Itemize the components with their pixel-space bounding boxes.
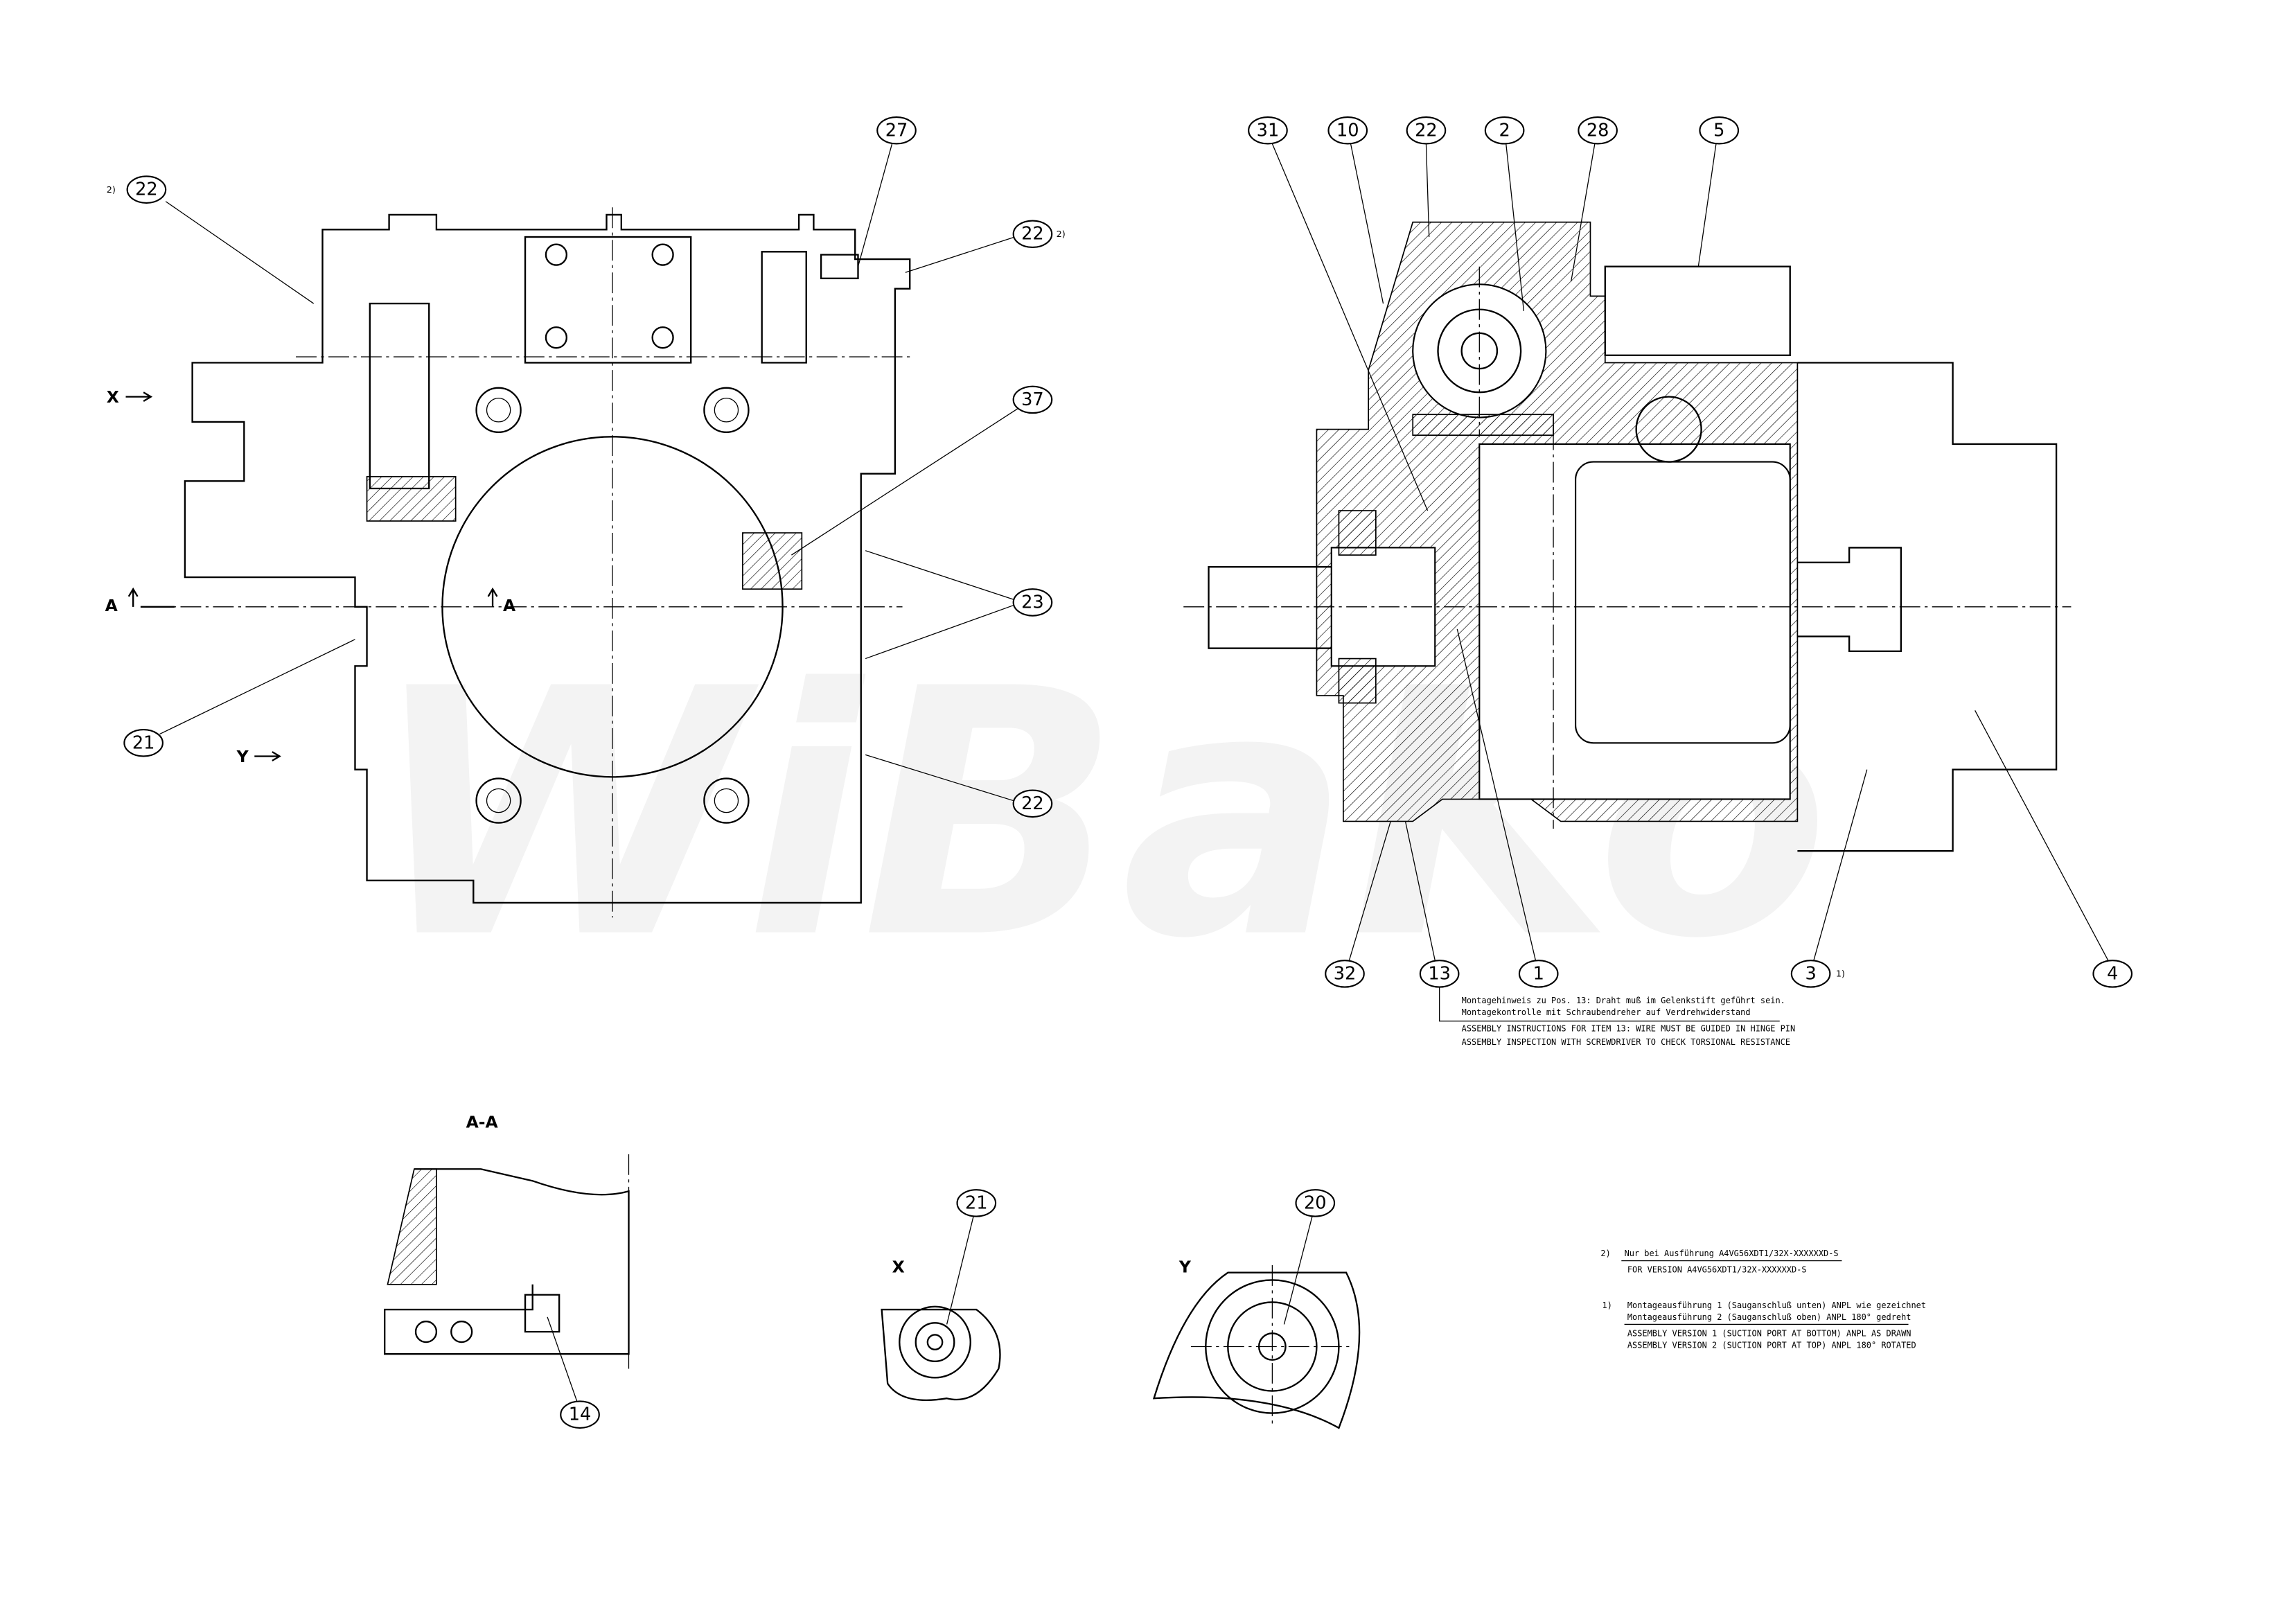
balloon-37: 37 [1021, 389, 1044, 410]
balloon-32: 32 [1334, 963, 1357, 984]
note-de-line1: Montagehinweis zu Pos. 13: Draht muß im … [1462, 996, 1785, 1005]
right-view [1183, 221, 2072, 852]
detail-x: X 21 [881, 1189, 1001, 1401]
balloon-2: 2 [1499, 120, 1510, 141]
balloon-21: 21 [965, 1192, 988, 1213]
balloon-22: 22 [1415, 120, 1438, 141]
balloon-13: 13 [1428, 963, 1451, 984]
left-view [148, 207, 911, 918]
footnote-1-en1: ASSEMBLY VERSION 1 (SUCTION PORT AT BOTT… [1627, 1329, 1911, 1339]
balloon-22: 22 [1021, 793, 1044, 814]
footnote-2-de: Nur bei Ausführung A4VG56XDT1/32X-XXXXXX… [1625, 1249, 1839, 1258]
view-y-label: Y [236, 747, 249, 766]
section-a-label: A [503, 596, 516, 615]
balloon-23: 23 [1021, 592, 1044, 612]
balloon-3: 3 [1805, 963, 1816, 984]
balloon-4: 4 [2107, 963, 2118, 984]
balloon-5: 5 [1713, 120, 1724, 141]
balloon-21: 21 [132, 732, 155, 753]
note-de-line2: Montagekontrolle mit Schraubendreher auf… [1462, 1007, 1751, 1017]
footnote-1-de2: Montageausführung 2 (Sauganschluß oben) … [1627, 1312, 1911, 1322]
balloon-22: 22 [135, 179, 158, 200]
footnotes: 2) Nur bei Ausführung A4VG56XDT1/32X-XXX… [1600, 1249, 1926, 1350]
footnote-1-mark: 1) [1602, 1301, 1612, 1310]
balloon-31: 31 [1257, 120, 1280, 141]
footnote-2-mark: 2) [1600, 1249, 1610, 1258]
footnote-1-de1: Montageausführung 1 (Sauganschluß unten)… [1627, 1301, 1926, 1310]
note-en-line2: ASSEMBLY INSPECTION WITH SCREWDRIVER TO … [1462, 1037, 1790, 1047]
section-aa-title: A-A [466, 1112, 499, 1131]
section-aa: A-A 14 [384, 1112, 630, 1429]
balloon-10: 10 [1336, 120, 1359, 141]
footnote-1-en2: ASSEMBLY VERSION 2 (SUCTION PORT AT TOP)… [1627, 1341, 1916, 1350]
balloon-1: 1 [1533, 963, 1544, 984]
right-view-callouts: 31 10 22 2 28 5 32 13 1 3 1) 4 [1248, 116, 2133, 988]
footnote-mark: 1) [1836, 969, 1845, 980]
detail-x-title: X [892, 1258, 905, 1277]
assembly-note: Montagehinweis zu Pos. 13: Draht muß im … [1439, 987, 1796, 1047]
balloon-28: 28 [1587, 120, 1609, 141]
section-a-label: A [105, 596, 118, 615]
balloon-20: 20 [1304, 1192, 1327, 1213]
balloon-22: 22 [1021, 224, 1044, 245]
footnote-mark: 2) [107, 185, 116, 195]
footnote-mark: 2) [1057, 229, 1066, 240]
detail-y-title: Y [1178, 1258, 1192, 1277]
balloon-14: 14 [569, 1404, 592, 1425]
detail-y: Y 20 [1152, 1189, 1361, 1429]
view-x-label: X [107, 387, 119, 407]
footnote-2-en: FOR VERSION A4VG56XDT1/32X-XXXXXXD-S [1627, 1265, 1807, 1275]
left-view-callouts: 2) 22 27 22 2) 37 23 21 22 X Y A A [105, 116, 1066, 818]
balloon-27: 27 [885, 120, 908, 141]
note-en-line1: ASSEMBLY INSTRUCTIONS FOR ITEM 13: WIRE … [1462, 1024, 1796, 1034]
